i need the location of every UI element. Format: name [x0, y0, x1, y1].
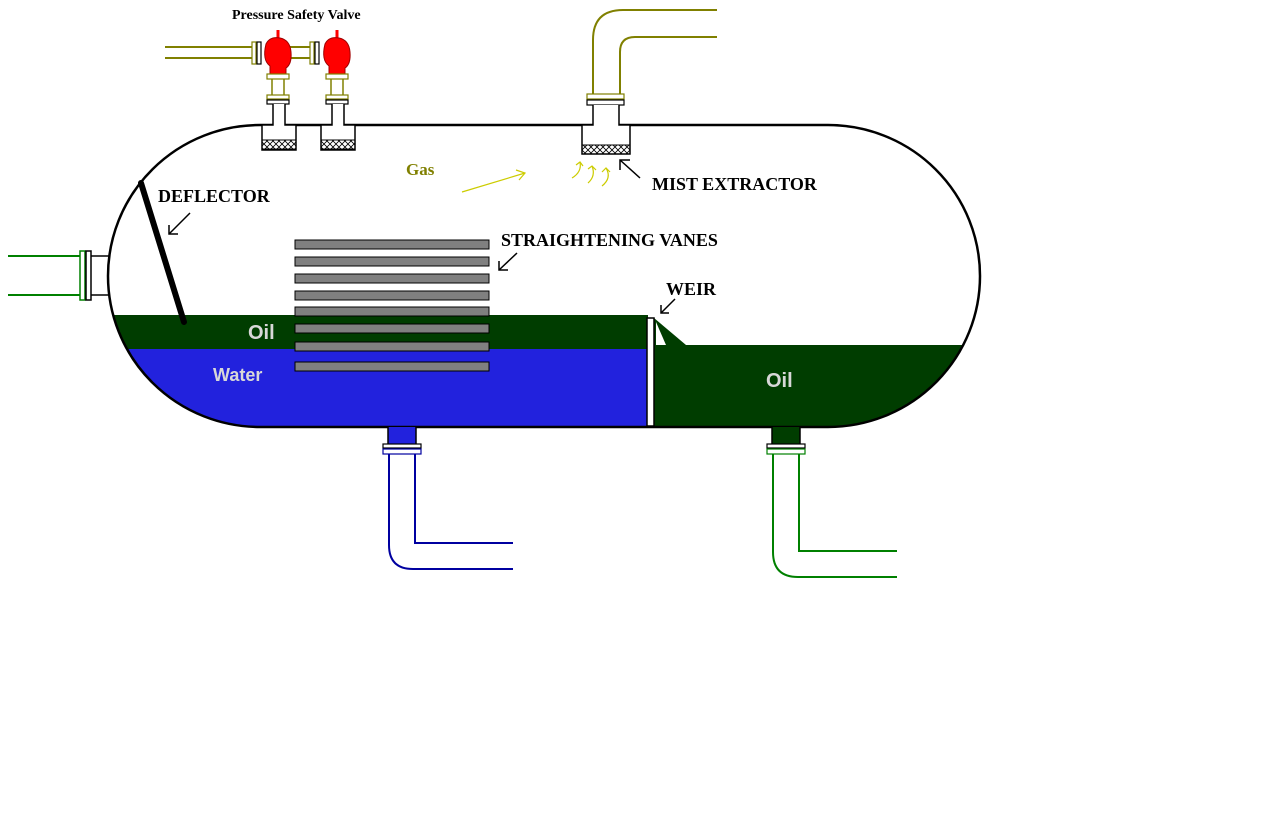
gas-label: Gas [406, 160, 435, 179]
inlet-pipe [8, 250, 110, 301]
straightening-vane [294, 361, 490, 372]
straightening-vane [294, 239, 490, 250]
water-label: Water [213, 365, 262, 385]
oil-outlet [766, 427, 897, 578]
straightening-vanes [294, 239, 490, 372]
deflector [138, 180, 187, 325]
water-outlet [382, 427, 513, 570]
straightening-vane [294, 256, 490, 267]
straightening-vane [294, 306, 490, 317]
weir-plate [646, 317, 655, 427]
straightening-vane [294, 323, 490, 334]
weir-overflow-light [656, 322, 666, 345]
mist-extractor-label: MIST EXTRACTOR [652, 174, 818, 194]
mist-extractor [581, 144, 631, 155]
oil-left-label: Oil [248, 322, 275, 344]
straightening-vane [294, 290, 490, 301]
vessel-outline [106, 123, 982, 429]
callout-arrows [168, 159, 676, 314]
psv-assembly [165, 30, 356, 151]
pressure-safety-valve-2 [320, 30, 356, 151]
weir-label: WEIR [666, 279, 717, 299]
pressure-safety-valve-1 [261, 30, 297, 151]
gas-outlet [581, 9, 717, 155]
straightening-vane [294, 273, 490, 284]
straightening-vanes-label: STRAIGHTENING VANES [501, 230, 718, 250]
gas-flow-arrows [461, 161, 611, 193]
psv-label: Pressure Safety Valve [232, 8, 361, 23]
straightening-vane [294, 341, 490, 352]
oil-right-label: Oil [766, 370, 793, 392]
deflector-label: DEFLECTOR [158, 186, 271, 206]
